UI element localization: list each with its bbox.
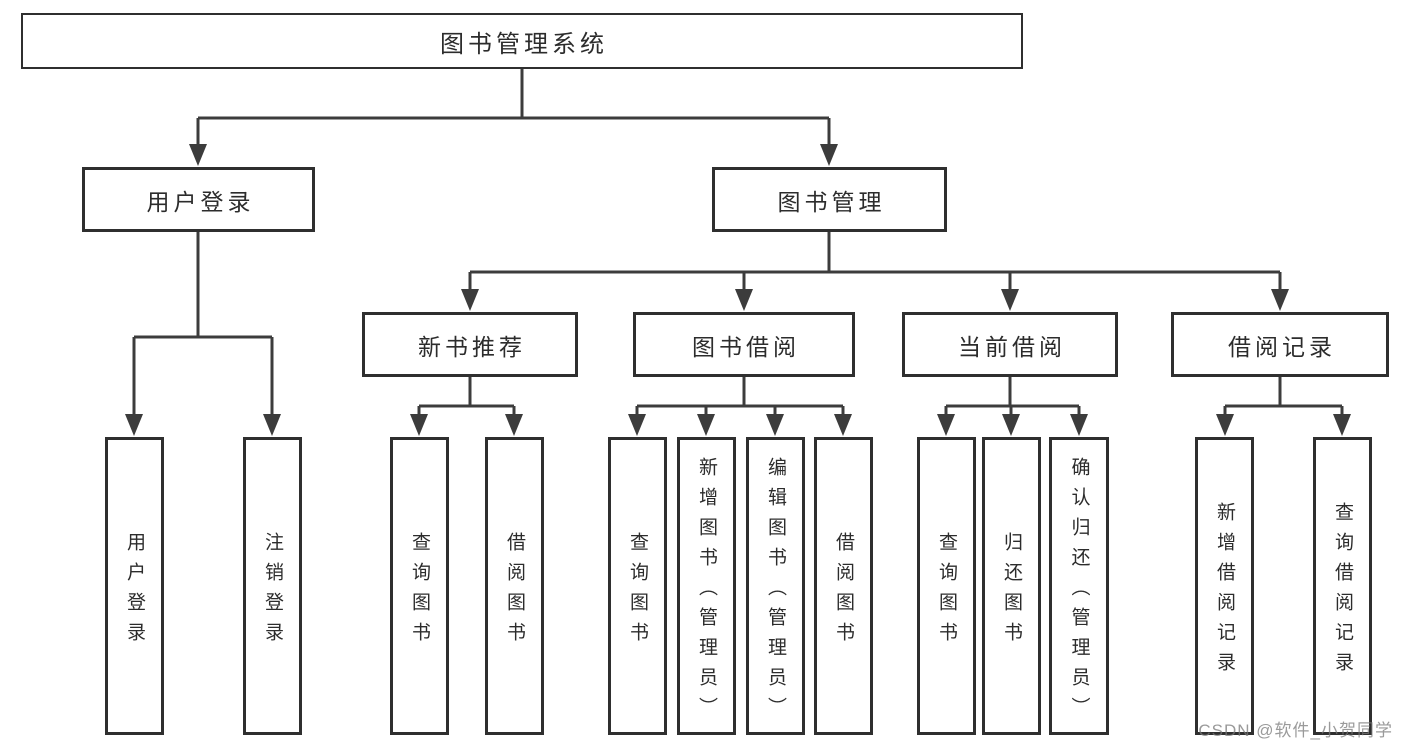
- node-new-book-recommend-label: 新书推荐: [418, 333, 526, 360]
- leaf-add-borrow-record: 新增借阅记录: [1195, 437, 1254, 735]
- leaf-add-book-admin: 新增图书（管理员）: [677, 437, 736, 735]
- node-user-login: 用户登录: [82, 167, 315, 232]
- leaf-query-books-recommend-label: 查询图书: [409, 531, 430, 652]
- leaf-query-books-current-label: 查询图书: [936, 531, 957, 652]
- leaf-return-book: 归还图书: [982, 437, 1041, 735]
- arrowheads: [125, 144, 1351, 436]
- node-current-borrow-label: 当前借阅: [958, 333, 1066, 360]
- connector-book-management: [468, 232, 1282, 295]
- leaf-query-books-borrow-label: 查询图书: [627, 531, 648, 652]
- leaf-add-book-admin-label: 新增图书（管理员）: [696, 456, 717, 727]
- node-book-management-label: 图书管理: [777, 188, 886, 215]
- connector-book-borrow: [635, 377, 845, 420]
- node-new-book-recommend: 新书推荐: [362, 312, 578, 377]
- leaf-edit-book-admin-label: 编辑图书（管理员）: [765, 456, 786, 727]
- node-book-borrow-label: 图书借阅: [692, 333, 800, 360]
- leaf-borrow-books: 借阅图书: [814, 437, 873, 735]
- leaf-query-borrow-record-label: 查询借阅记录: [1332, 501, 1353, 682]
- leaf-logout: 注销登录: [243, 437, 302, 735]
- watermark: CSDN @软件_小贺同学: [1198, 721, 1393, 740]
- leaf-borrow-books-label: 借阅图书: [833, 531, 854, 652]
- leaf-edit-book-admin: 编辑图书（管理员）: [746, 437, 805, 735]
- connector-current-borrow: [944, 377, 1081, 420]
- node-borrow-records: 借阅记录: [1171, 312, 1389, 377]
- node-book-borrow: 图书借阅: [633, 312, 855, 377]
- node-current-borrow: 当前借阅: [902, 312, 1118, 377]
- leaf-confirm-return-admin: 确认归还（管理员）: [1049, 437, 1109, 735]
- connector-user-login: [132, 232, 274, 420]
- leaf-query-books-borrow: 查询图书: [608, 437, 667, 735]
- connector-root: [196, 69, 831, 150]
- leaf-user-login-label: 用户登录: [124, 531, 145, 652]
- leaf-user-login: 用户登录: [105, 437, 164, 735]
- leaf-query-books-current: 查询图书: [917, 437, 976, 735]
- leaf-query-books-recommend: 查询图书: [390, 437, 449, 735]
- leaf-return-book-label: 归还图书: [1001, 531, 1022, 652]
- connector-new-book: [417, 377, 516, 420]
- node-user-login-label: 用户登录: [146, 188, 255, 215]
- node-book-management: 图书管理: [712, 167, 947, 232]
- node-borrow-records-label: 借阅记录: [1228, 333, 1336, 360]
- leaf-logout-label: 注销登录: [262, 531, 283, 652]
- leaf-borrow-books-recommend-label: 借阅图书: [504, 531, 525, 652]
- node-root-label: 图书管理系统: [440, 30, 608, 58]
- connector-borrow-record: [1223, 377, 1344, 420]
- leaf-add-borrow-record-label: 新增借阅记录: [1214, 501, 1235, 682]
- leaf-confirm-return-admin-label: 确认归还（管理员）: [1068, 456, 1090, 727]
- leaf-borrow-books-recommend: 借阅图书: [485, 437, 544, 735]
- node-root: 图书管理系统: [21, 13, 1023, 69]
- leaf-query-borrow-record: 查询借阅记录: [1313, 437, 1372, 735]
